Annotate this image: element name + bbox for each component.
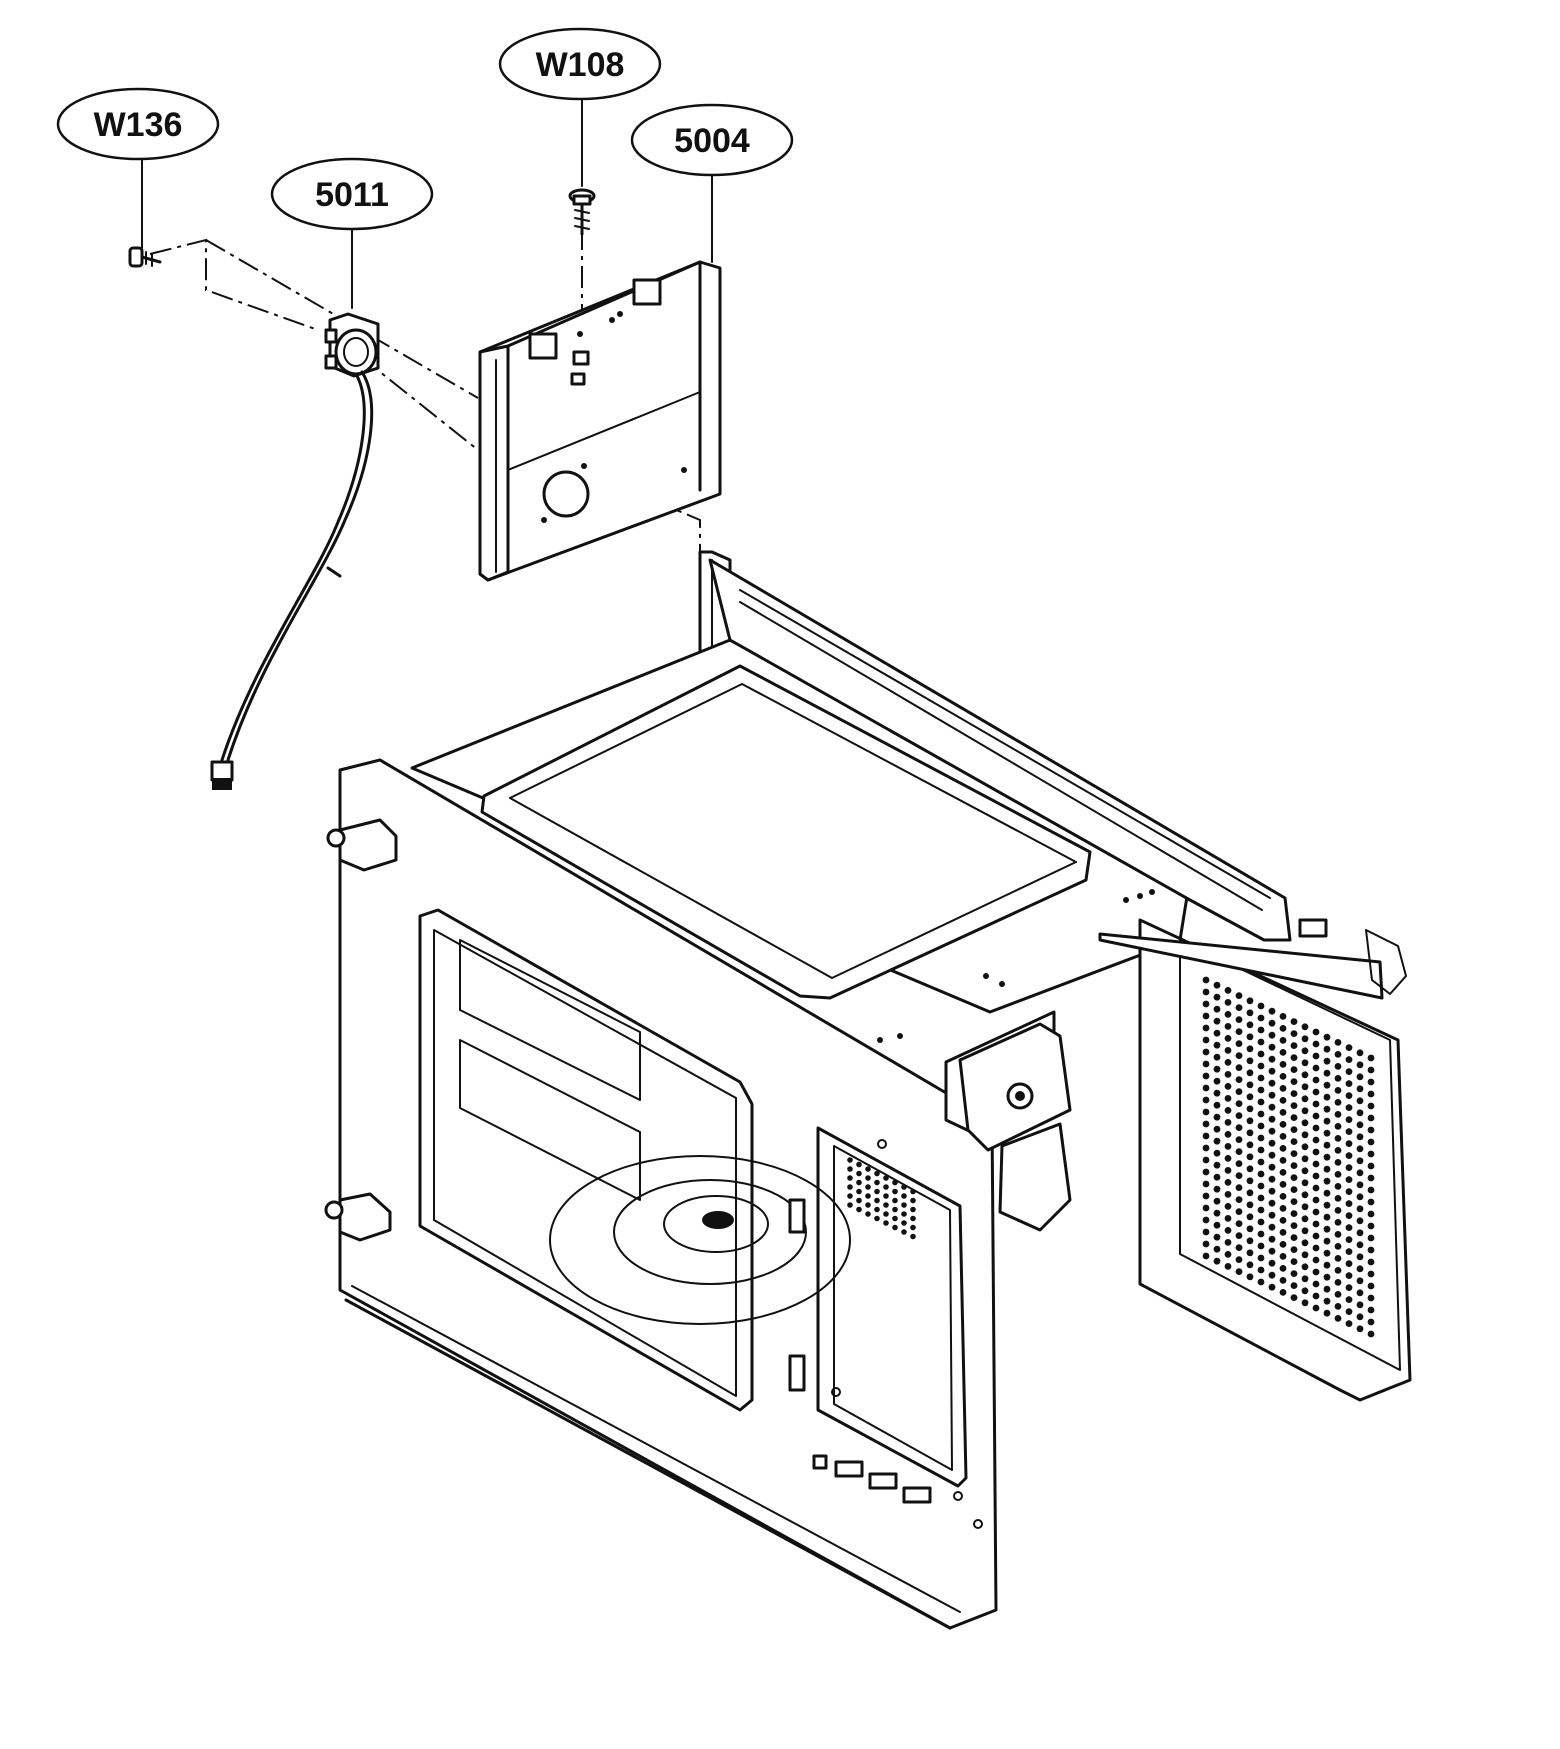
cavity-body — [324, 550, 1412, 1630]
screw-icon — [128, 246, 162, 268]
callout-w108: W108 — [498, 27, 662, 101]
bracket-part — [478, 260, 722, 582]
callout-5004-label: 5004 — [674, 122, 750, 160]
callout-5011: 5011 — [270, 157, 434, 231]
callout-5011-label: 5011 — [315, 176, 389, 214]
thermostat-icon — [220, 312, 380, 762]
screw-icon — [568, 188, 596, 236]
callout-5004: 5004 — [630, 103, 794, 177]
wire-connector-icon — [210, 760, 234, 790]
callout-w136: W136 — [56, 87, 220, 161]
callout-w108-label: W108 — [536, 46, 625, 84]
control-vent-perforations — [847, 1157, 916, 1240]
callout-w136-label: W136 — [94, 106, 183, 144]
vent-perforations — [1202, 976, 1375, 1338]
